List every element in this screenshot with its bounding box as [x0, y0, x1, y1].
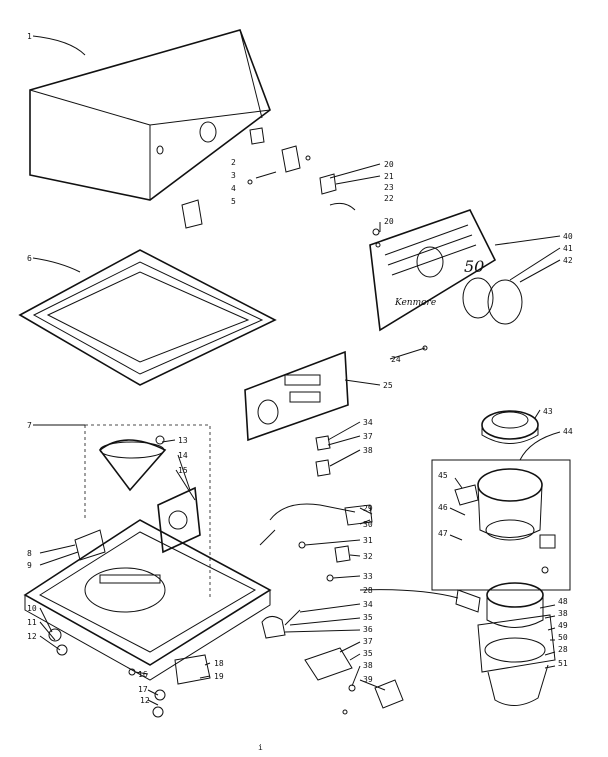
callout-label: 12 — [27, 632, 37, 641]
callout-label: 38 — [363, 446, 373, 455]
callout-label: 3 — [231, 171, 236, 180]
switch-parts — [319, 173, 428, 351]
top-hood — [29, 29, 271, 201]
callout-label: 8 — [27, 549, 32, 558]
frame-tray — [18, 249, 277, 386]
callout-label: 4 — [231, 184, 236, 193]
callout-label: 50 — [558, 633, 568, 642]
callout-label: 29 — [363, 504, 373, 513]
callout-label: 42 — [563, 256, 573, 265]
callout-label: 28 — [558, 645, 568, 654]
callout-label: 12 — [140, 696, 150, 705]
cover-script: Kenmore — [394, 298, 436, 308]
callout-label: 20 — [384, 160, 394, 169]
callout-label: 39 — [363, 675, 373, 684]
callout-label: 30 — [363, 520, 373, 529]
base-assembly — [23, 424, 272, 681]
bottom-mark: i — [258, 743, 263, 752]
callout-labels: 1 2 3 4 5 6 7 8 9 10 11 12 12 13 14 15 1… — [27, 32, 573, 752]
callout-label: 35 — [363, 613, 373, 622]
callout-label: 7 — [27, 421, 32, 430]
cover-badge: 50 — [464, 257, 484, 276]
callout-label: 20 — [384, 217, 394, 226]
callout-label: 49 — [558, 621, 568, 630]
callout-label: 36 — [363, 625, 373, 634]
callout-label: 51 — [558, 659, 568, 668]
callout-label: 45 — [438, 471, 448, 480]
switch-panel — [244, 350, 349, 442]
callout-label: 34 — [363, 600, 373, 609]
callout-label: 44 — [563, 427, 573, 436]
fan-housing — [455, 582, 556, 706]
callout-label: 35 — [363, 649, 373, 658]
callout-label: 23 — [384, 183, 394, 192]
callout-label: 41 — [563, 244, 573, 253]
callout-label: 2 — [231, 158, 236, 167]
control-panel-cover: 50 Kenmore — [369, 209, 523, 332]
callout-label: 38 — [363, 661, 373, 670]
callout-label: 15 — [178, 466, 188, 475]
bracket-plate — [157, 486, 201, 554]
callout-label: 47 — [438, 529, 448, 538]
callout-label: 24 — [391, 355, 401, 364]
motor-box — [431, 459, 571, 591]
callout-label: 21 — [384, 172, 394, 181]
callout-label: 37 — [363, 432, 373, 441]
funnel-part — [98, 435, 167, 492]
callout-label: 5 — [231, 197, 236, 206]
callout-label: 28 — [363, 586, 373, 595]
callout-label: 14 — [178, 451, 188, 460]
callout-label: 38 — [558, 609, 568, 618]
leader-lines — [32, 35, 561, 706]
callout-label: 18 — [214, 659, 224, 668]
callout-label: 1 — [27, 32, 32, 41]
callout-label: 32 — [363, 552, 373, 561]
callout-label: 43 — [543, 407, 553, 416]
callout-label: 11 — [27, 618, 37, 627]
callout-label: 46 — [438, 503, 448, 512]
callout-label: 37 — [363, 637, 373, 646]
callout-label: 34 — [363, 418, 373, 427]
callout-label: 16 — [138, 670, 148, 679]
middle-small-parts — [259, 435, 404, 715]
callout-label: 33 — [363, 572, 373, 581]
motor-cap — [481, 410, 539, 444]
callout-label: 13 — [178, 436, 188, 445]
casters-and-small-parts — [48, 529, 211, 718]
callout-label: 17 — [138, 685, 148, 694]
callout-label: 6 — [27, 254, 32, 263]
callout-label: 19 — [214, 672, 224, 681]
callout-label: 9 — [27, 561, 32, 570]
callout-label: 40 — [563, 232, 573, 241]
callout-label: 25 — [383, 381, 393, 390]
callout-label: 48 — [558, 597, 568, 606]
callout-label: 31 — [363, 536, 373, 545]
callout-label: 22 — [384, 194, 394, 203]
hood-hinge-parts — [181, 127, 311, 229]
callout-label: 10 — [27, 604, 37, 613]
